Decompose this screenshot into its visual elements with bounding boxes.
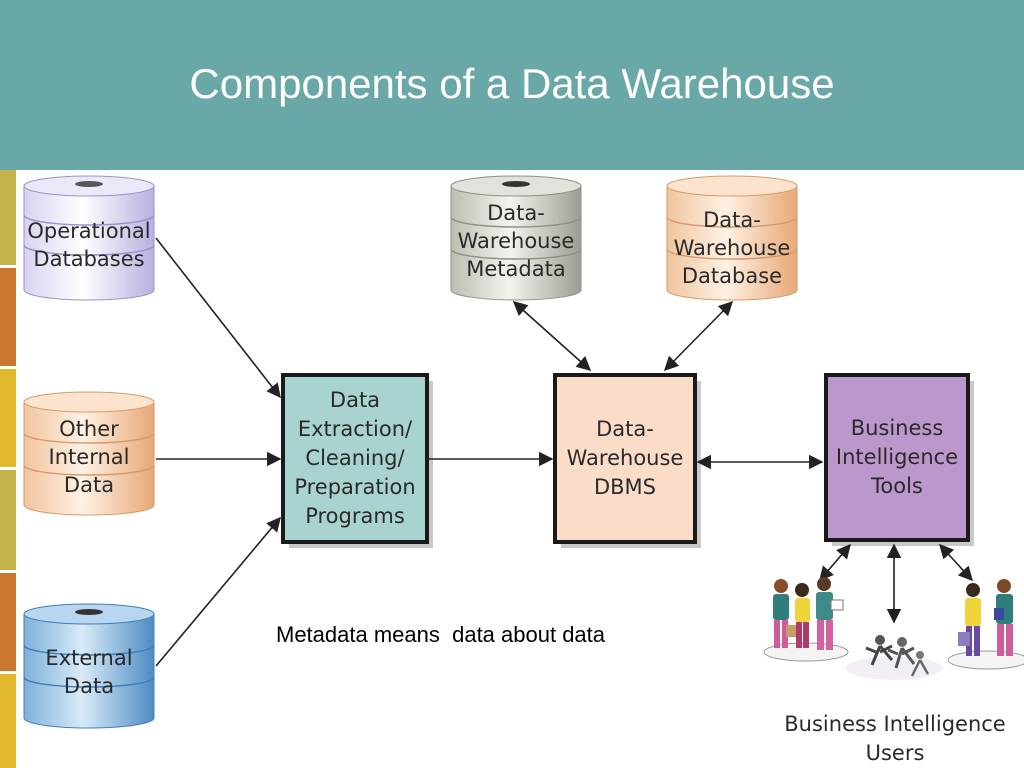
slide-title: Components of a Data Warehouse bbox=[189, 60, 835, 107]
accent-strip bbox=[0, 573, 16, 671]
other-internal-data-label: Other Internal Data bbox=[48, 417, 130, 497]
external-data-cylinder bbox=[23, 603, 155, 729]
accent-strip bbox=[0, 268, 16, 366]
accent-strip bbox=[0, 369, 16, 467]
extraction-box bbox=[281, 373, 433, 548]
dbms-box bbox=[553, 373, 701, 548]
accent-strip bbox=[0, 674, 16, 768]
right-user-group-icon bbox=[947, 579, 1024, 670]
arrow-dbms-metadata bbox=[512, 301, 592, 371]
left-user-group-icon bbox=[763, 577, 849, 662]
operational-databases-cylinder bbox=[23, 175, 155, 301]
warehouse-database-label: Data- Warehouse Database bbox=[673, 208, 791, 288]
extraction-label: Data Extraction/ Cleaning/ Preparation P… bbox=[294, 388, 416, 528]
bi-tools-label: Business Intelligence Tools bbox=[835, 416, 959, 498]
operational-databases-label: Operational Databases bbox=[27, 219, 151, 271]
bi-tools-box bbox=[824, 373, 974, 546]
other-internal-data-cylinder bbox=[23, 391, 155, 516]
arrow-bi-tools-users-right bbox=[939, 543, 973, 582]
center-user-group-icon bbox=[846, 635, 942, 680]
arrow-bi-tools-users-left bbox=[819, 543, 851, 582]
accent-strip bbox=[0, 470, 16, 570]
dbms-label: Data- Warehouse DBMS bbox=[566, 417, 684, 499]
arrow-dbms-database bbox=[663, 300, 734, 372]
external-data-label: External Data bbox=[45, 646, 133, 698]
business-intelligence-users-label: Business Intelligence Users bbox=[784, 712, 1006, 765]
slide-header bbox=[0, 0, 1024, 170]
metadata-label: Data- Warehouse Metadata bbox=[457, 201, 575, 281]
accent-strip bbox=[0, 170, 16, 265]
arrow-external-to-extraction bbox=[155, 516, 281, 667]
metadata-note: Metadata means data about data bbox=[276, 622, 606, 647]
warehouse-database-cylinder bbox=[666, 175, 798, 301]
metadata-cylinder bbox=[450, 175, 582, 301]
arrow-operational-to-extraction bbox=[155, 237, 281, 399]
